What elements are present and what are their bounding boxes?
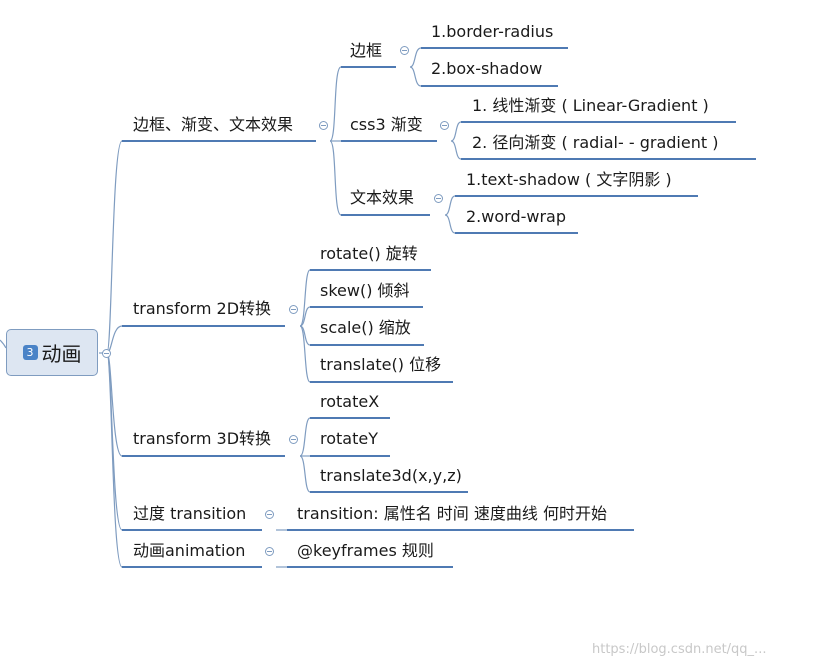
node-css3-gradient[interactable]: css3 渐变	[350, 115, 423, 134]
node-text-effects[interactable]: 文本效果	[350, 188, 415, 207]
node-translate[interactable]: translate() 位移	[320, 355, 442, 374]
collapse-icon[interactable]	[400, 46, 409, 55]
root-label: 动画	[41, 342, 82, 366]
node-animation[interactable]: 动画animation	[133, 541, 246, 560]
node-transform-3d[interactable]: transform 3D转换	[133, 429, 272, 448]
node-transition-syntax[interactable]: transition: 属性名 时间 速度曲线 何时开始	[297, 504, 607, 523]
collapse-icon[interactable]	[265, 510, 274, 519]
collapse-icon[interactable]	[102, 349, 111, 358]
node-text-shadow[interactable]: 1.text-shadow ( 文字阴影 )	[466, 170, 672, 189]
collapse-icon[interactable]	[289, 435, 298, 444]
node-border[interactable]: 边框	[350, 41, 383, 60]
collapse-icon[interactable]	[265, 547, 274, 556]
node-rotate[interactable]: rotate() 旋转	[320, 244, 418, 263]
node-skew[interactable]: skew() 倾斜	[320, 281, 410, 300]
node-radial-gradient[interactable]: 2. 径向渐变 ( radial- - gradient )	[472, 133, 719, 152]
node-rotatey[interactable]: rotateY	[320, 429, 378, 448]
node-scale[interactable]: scale() 缩放	[320, 318, 411, 337]
node-transform-2d[interactable]: transform 2D转换	[133, 299, 272, 318]
node-transition[interactable]: 过度 transition	[133, 504, 247, 523]
node-border-radius[interactable]: 1.border-radius	[431, 22, 554, 41]
node-keyframes[interactable]: @keyframes 规则	[297, 541, 434, 560]
node-translate3d[interactable]: translate3d(x,y,z)	[320, 466, 462, 485]
root-node[interactable]: 3 动画	[6, 329, 98, 376]
collapse-icon[interactable]	[319, 121, 328, 130]
priority-badge: 3	[22, 345, 38, 360]
collapse-icon[interactable]	[289, 305, 298, 314]
node-box-shadow[interactable]: 2.box-shadow	[431, 59, 543, 78]
node-word-wrap[interactable]: 2.word-wrap	[466, 207, 566, 226]
node-linear-gradient[interactable]: 1. 线性渐变 ( Linear-Gradient )	[472, 96, 709, 115]
watermark: https://blog.csdn.net/qq_...	[592, 642, 767, 657]
collapse-icon[interactable]	[434, 194, 443, 203]
node-border-gradient-text[interactable]: 边框、渐变、文本效果	[133, 115, 294, 134]
node-rotatex[interactable]: rotateX	[320, 392, 380, 411]
collapse-icon[interactable]	[440, 121, 449, 130]
